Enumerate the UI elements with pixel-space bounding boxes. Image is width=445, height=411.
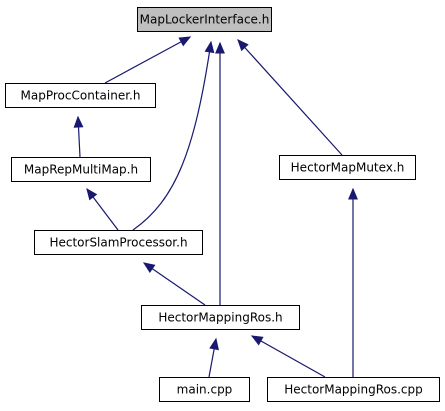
node-box-mapproc[interactable]	[5, 83, 156, 108]
nodes-layer: MapLockerInterface.hMapProcContainer.hMa…	[5, 7, 440, 402]
edge-line-slamproc-to-maplocker	[132, 41, 212, 231]
node-label-maprep: MapRepMultiMap.h	[24, 163, 138, 177]
node-label-mapproc: MapProcContainer.h	[21, 89, 141, 103]
edge-line-mapproc-to-maplocker	[104, 36, 191, 84]
node-label-mappingroscpp: HectorMappingRos.cpp	[284, 383, 423, 397]
node-mappingroscpp[interactable]: HectorMappingRos.cpp	[267, 377, 440, 402]
edge-slamproc-to-maprep	[86, 187, 119, 231]
edge-line-mutex-to-maplocker	[237, 39, 343, 156]
arrow-head-mappingros-to-slamproc	[142, 262, 156, 274]
edge-mutex-to-maplocker	[237, 39, 343, 156]
arrow-head-mutex-to-maplocker	[237, 39, 249, 52]
edge-mappingroscpp-to-mutex	[348, 187, 358, 377]
edges-layer	[73, 36, 358, 378]
node-slamproc[interactable]: HectorSlamProcessor.h	[34, 230, 203, 255]
node-label-mutex: HectorMapMutex.h	[291, 161, 405, 175]
edge-mappingros-to-slamproc	[142, 262, 206, 306]
edge-mappingroscpp-to-mappingros	[250, 335, 326, 378]
node-box-maplocker[interactable]	[137, 7, 272, 32]
arrow-head-maincpp-to-mappingros	[209, 337, 219, 351]
arrow-head-mapproc-to-maplocker	[178, 36, 192, 47]
node-label-mappingros: HectorMappingRos.h	[158, 311, 282, 325]
arrow-head-mappingroscpp-to-mutex	[348, 187, 358, 200]
edge-mappingros-to-maplocker	[215, 41, 225, 305]
edge-maprep-to-mapproc	[73, 115, 84, 158]
node-box-maprep[interactable]	[11, 157, 151, 182]
arrow-head-mappingroscpp-to-mappingros	[250, 335, 264, 346]
node-mappingros[interactable]: HectorMappingRos.h	[141, 305, 300, 330]
node-box-slamproc[interactable]	[34, 230, 203, 255]
edge-line-mappingros-to-slamproc	[143, 262, 206, 306]
node-label-slamproc: HectorSlamProcessor.h	[49, 236, 187, 250]
edge-line-mappingroscpp-to-mappingros	[251, 335, 326, 378]
arrow-head-mappingros-to-maplocker	[215, 41, 225, 54]
node-maprep[interactable]: MapRepMultiMap.h	[11, 157, 151, 182]
edge-slamproc-to-maplocker	[132, 40, 215, 231]
node-box-maincpp[interactable]	[159, 377, 250, 402]
node-mapproc[interactable]: MapProcContainer.h	[5, 83, 156, 108]
edge-maincpp-to-mappingros	[208, 337, 219, 378]
edge-mapproc-to-maplocker	[104, 36, 192, 84]
node-maincpp[interactable]: main.cpp	[159, 377, 250, 402]
node-label-maplocker: MapLockerInterface.h	[140, 13, 270, 27]
arrow-head-slamproc-to-maprep	[86, 187, 98, 201]
node-maplocker[interactable]: MapLockerInterface.h	[137, 7, 272, 32]
node-box-mappingroscpp[interactable]	[267, 377, 440, 402]
node-box-mutex[interactable]	[279, 155, 416, 180]
arrow-head-maprep-to-mapproc	[73, 115, 84, 128]
node-label-maincpp: main.cpp	[177, 383, 233, 397]
arrow-head-slamproc-to-maplocker	[204, 40, 215, 54]
node-box-mappingros[interactable]	[141, 305, 300, 330]
node-mutex[interactable]: HectorMapMutex.h	[279, 155, 416, 180]
